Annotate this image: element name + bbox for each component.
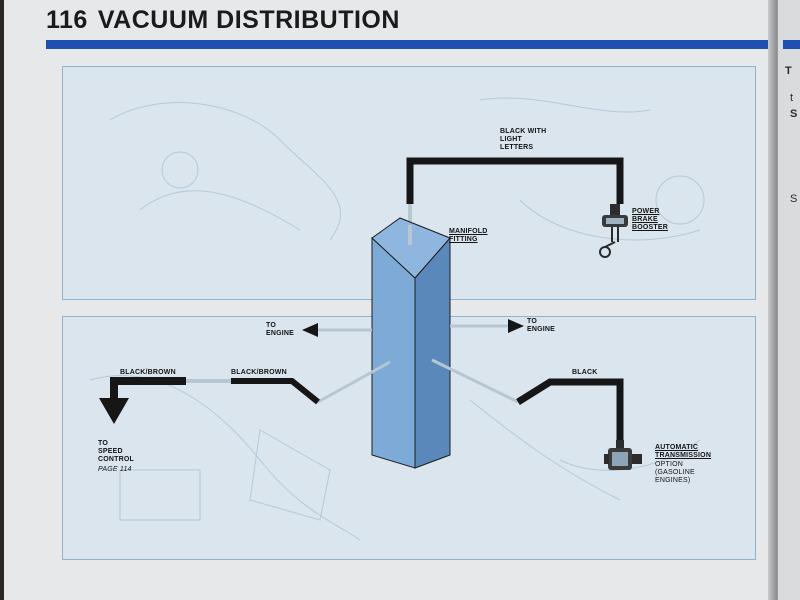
- to-speed-control-arrow: [99, 398, 129, 424]
- page-number: 116: [46, 6, 88, 34]
- hose-black-transmission: [431, 358, 624, 440]
- label-manifold-fitting: MANIFOLD FITTING: [449, 228, 488, 243]
- label-to-engine-right: TO ENGINE: [527, 318, 556, 333]
- label-automatic-transmission: AUTOMATIC TRANSMISSION: [655, 444, 712, 459]
- brake-booster-valve-icon: [599, 204, 628, 258]
- label-black-brown-inner: BLACK/BROWN: [231, 369, 287, 376]
- page-title: VACUUM DISTRIBUTION: [97, 6, 400, 34]
- page-header: 116 VACUUM DISTRIBUTION: [46, 6, 400, 40]
- hose-segment: [110, 377, 186, 400]
- hose-segment: [231, 378, 320, 405]
- label-page-reference: PAGE 114: [98, 466, 132, 473]
- hose-black-with-light-letters: [406, 157, 624, 232]
- manifold-fitting-top-face: [371, 217, 451, 279]
- tube-segment: [431, 358, 519, 404]
- header-accent-bar: [46, 40, 768, 49]
- hose-segment: [516, 378, 624, 440]
- label-black: BLACK: [572, 369, 598, 376]
- tube-segment: [317, 360, 391, 404]
- to-engine-right-arrow: [450, 319, 524, 333]
- hose-black-brown-speed-control: [99, 360, 391, 424]
- label-black-with-light-letters: BLACK WITH LIGHT LETTERS: [500, 128, 547, 151]
- label-gasoline-option: OPTION (GASOLINE ENGINES): [655, 461, 695, 484]
- right-page-fragment: T: [785, 65, 792, 77]
- right-page-accent-bar: [783, 40, 800, 49]
- label-to-engine-left: TO ENGINE: [266, 322, 295, 337]
- label-power-brake-booster: POWER BRAKE BOOSTER: [632, 208, 669, 231]
- to-engine-left-arrow: [302, 323, 372, 337]
- transmission-modulator-icon: [604, 440, 642, 470]
- label-black-brown-outer: BLACK/BROWN: [120, 369, 176, 376]
- right-page-fragment: t: [790, 92, 794, 104]
- right-page-fragment: S: [790, 108, 798, 120]
- right-page-edge: [778, 0, 800, 600]
- label-to-speed-control: TO SPEED CONTROL: [98, 440, 135, 463]
- right-page-fragment: S: [790, 193, 798, 205]
- hose-segment: [406, 157, 624, 204]
